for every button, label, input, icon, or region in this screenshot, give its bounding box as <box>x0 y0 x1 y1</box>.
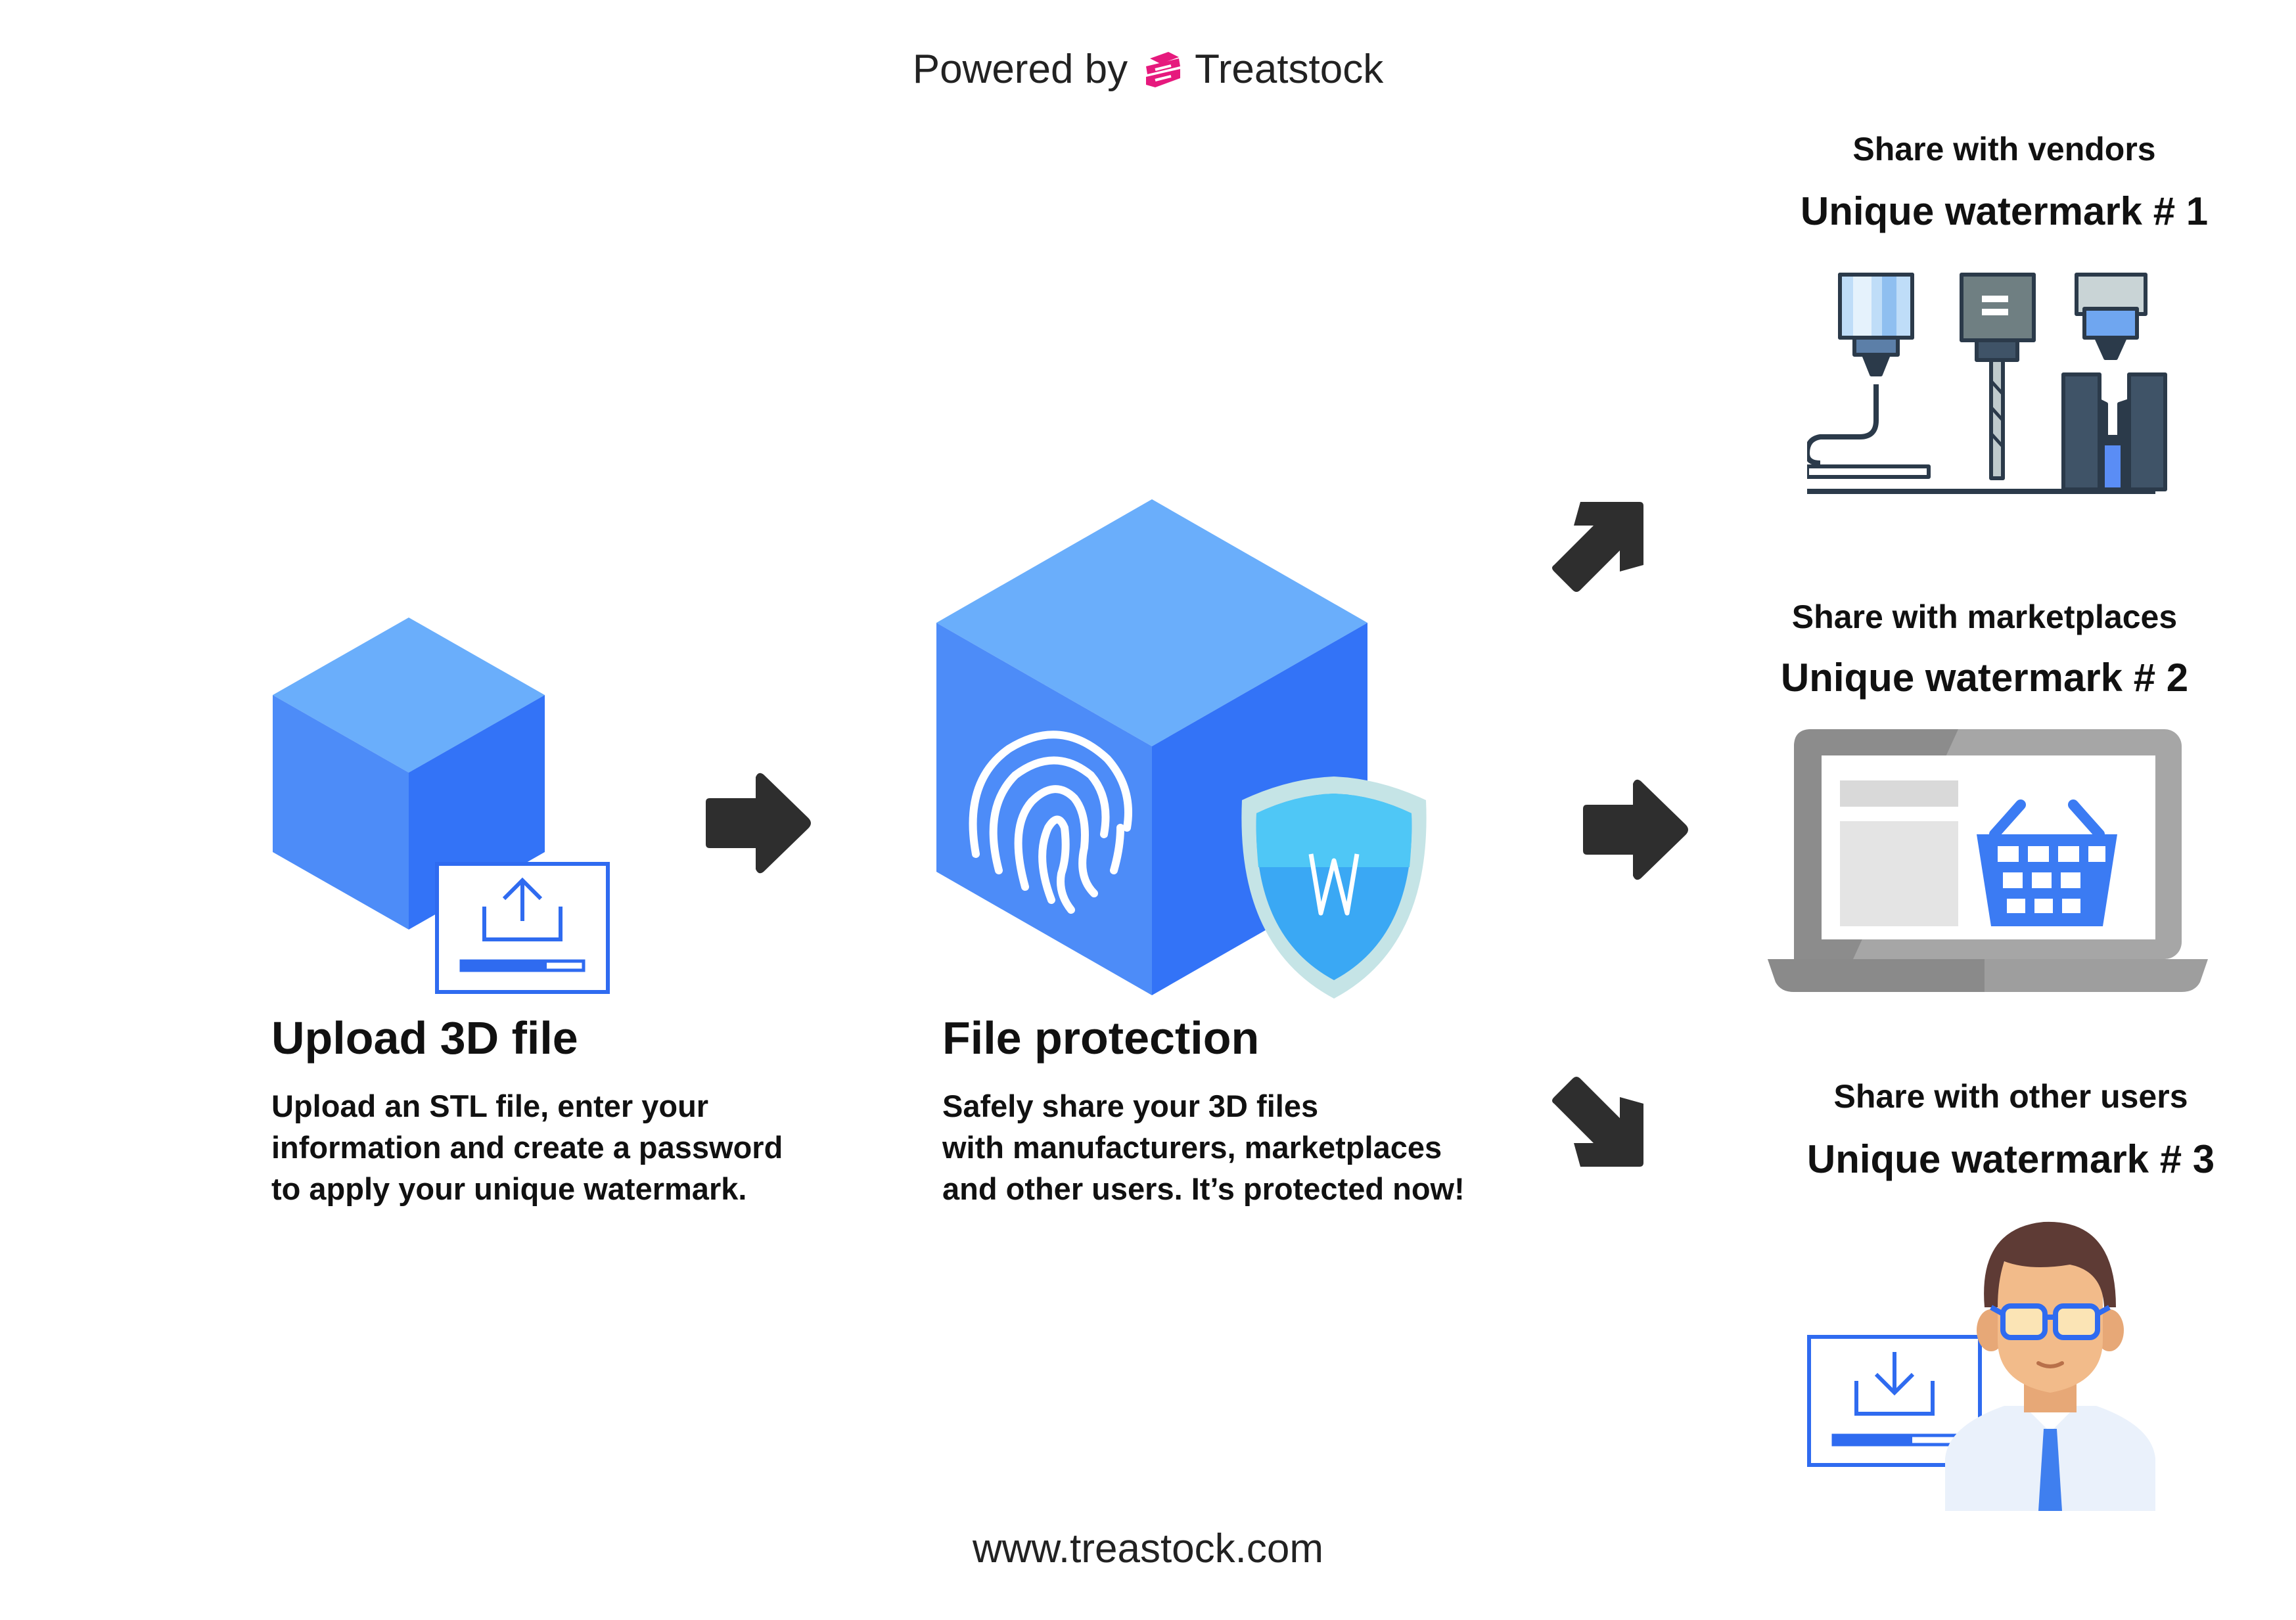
arrow-right-icon <box>1583 779 1688 880</box>
protection-cube-illustration <box>936 499 1427 999</box>
footer-url[interactable]: www.treastock.com <box>972 1526 1324 1571</box>
protection-desc-line: with manufacturers, marketplaces <box>942 1130 1442 1165</box>
upload-cube-illustration <box>273 618 610 994</box>
fingerprint-icon <box>969 731 1132 914</box>
upload-desc-line: Upload an STL file, enter your <box>271 1089 709 1123</box>
arrow-down-right-icon <box>1552 1077 1643 1167</box>
vendors-watermark: Unique watermark # 1 <box>1800 189 2209 233</box>
person-avatar <box>1945 1221 2155 1511</box>
download-window-icon <box>1807 1335 1982 1467</box>
protection-title: File protection <box>942 1012 1260 1064</box>
user-download-icon <box>1807 1221 2155 1511</box>
marketplaces-label: Share with marketplaces <box>1791 598 2178 635</box>
upload-description: Upload an STL file, enter your informati… <box>271 1085 863 1209</box>
shield-watermark-icon <box>1241 776 1427 999</box>
marketplaces-watermark: Unique watermark # 2 <box>1780 656 2189 700</box>
arrow-up-right-icon <box>1552 502 1643 592</box>
treatstock-logo-icon <box>1146 51 1181 87</box>
protection-desc-line: Safely share your 3D files <box>942 1089 1319 1123</box>
arrow-right-icon <box>706 773 811 874</box>
basket-icon <box>1977 799 2117 926</box>
protection-description: Safely share your 3D files with manufact… <box>942 1085 1567 1209</box>
vendors-label: Share with vendors <box>1852 131 2156 168</box>
manufacturing-tools-icon <box>1807 273 2167 494</box>
brand-name: Treatstock <box>1195 47 1384 92</box>
upload-desc-line: to apply your unique watermark. <box>271 1171 747 1206</box>
upload-window-icon <box>435 862 610 994</box>
laptop-basket-icon <box>1768 729 2208 992</box>
cube-icon <box>936 499 1367 995</box>
upload-desc-line: information and create a password <box>271 1130 783 1165</box>
upload-title: Upload 3D file <box>271 1012 578 1064</box>
powered-by-text: Powered by <box>912 47 1128 92</box>
protection-desc-line: and other users. It’s protected now! <box>942 1171 1465 1206</box>
users-label: Share with other users <box>1833 1078 2188 1115</box>
header: Powered by Treatstock <box>0 46 2296 93</box>
brand: Treatstock <box>1142 46 1383 93</box>
users-watermark: Unique watermark # 3 <box>1806 1137 2215 1181</box>
